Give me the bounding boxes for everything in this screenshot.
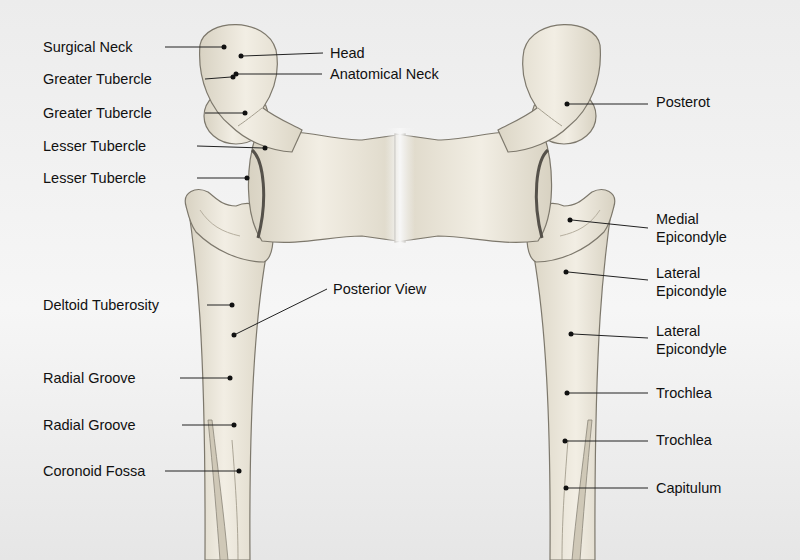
leader-lines [165, 47, 648, 488]
part-label: Trochlea [656, 384, 712, 402]
part-label: Capitulum [656, 479, 721, 497]
part-label: Anatomical Neck [330, 65, 439, 83]
part-label: Posterior View [333, 280, 426, 298]
part-label: Surgical Neck [43, 38, 132, 56]
part-label: Head [330, 44, 365, 62]
part-label: Lateral Epicondyle [656, 264, 766, 300]
part-label: Deltoid Tuberosity [43, 296, 159, 314]
part-label: Coronoid Fossa [43, 462, 145, 480]
part-label: Medial Epicondyle [656, 210, 766, 246]
part-label: Lesser Tubercle [43, 169, 146, 187]
part-label: Lesser Tubercle [43, 137, 146, 155]
part-label: Greater Tubercle [43, 70, 152, 88]
part-label: Greater Tubercle [43, 104, 152, 122]
part-label: Posterot [656, 93, 710, 111]
part-label: Lateral Epicondyle [656, 322, 766, 358]
leader-dots [222, 45, 574, 491]
part-label: Radial Groove [43, 416, 136, 434]
part-label: Radial Groove [43, 369, 136, 387]
part-label: Trochlea [656, 431, 712, 449]
